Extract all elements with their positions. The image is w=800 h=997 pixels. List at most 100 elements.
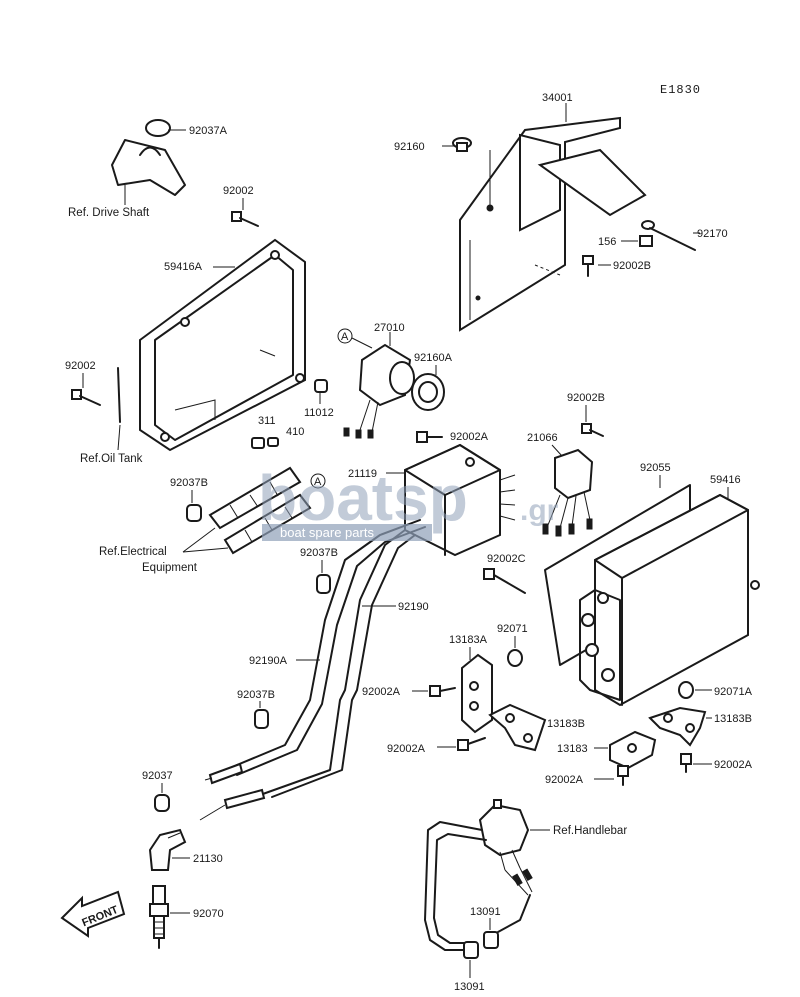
label-92002-top: 92002 [223,185,254,197]
label-92160: 92160 [394,141,425,153]
starter-relay-27010 [343,343,415,439]
lead-terminal-1 [208,762,244,785]
label-92002A-5: 92002A [714,759,753,771]
front-direction-arrow: FRONT [60,890,126,938]
bolt-92002A-1 [416,431,443,443]
svg-text:boatsp: boatsp [258,462,468,534]
label-13091-2: 13091 [454,981,485,993]
label-92190: 92190 [398,601,429,613]
label-59416: 59416 [710,474,741,486]
bolt-92002C [483,568,526,594]
nut-156 [639,235,653,247]
ref-drive-shaft: Ref. Drive Shaft [68,207,150,219]
bolt-92002-left [71,389,101,406]
clip-92037 [154,794,170,812]
ref-handlebar: Ref.Handlebar [553,825,627,837]
nut-311 [251,437,265,449]
bolt-92002A-2 [429,685,456,697]
bracket-13183 [609,730,657,770]
bolt-92002A-4 [617,765,629,786]
plug-cap-21130 [148,828,187,871]
label-21119: 21119 [348,468,377,480]
label-92002B-mid: 92002B [567,392,605,404]
label-92055: 92055 [640,462,671,474]
label-410: 410 [286,426,304,438]
label-92037A: 92037A [189,125,228,137]
label-13183A: 13183A [449,634,488,646]
label-92002A-4: 92002A [545,774,584,786]
cap-92160A [411,373,445,411]
label-21066: 21066 [527,432,558,444]
watermark: boatsp .gr boat spare parts [258,462,559,541]
label-13183: 13183 [557,743,588,755]
label-92002C: 92002C [487,553,526,565]
label-92002-left: 92002 [65,360,96,372]
ref-electrical-2: Equipment [142,562,198,574]
bolt-92002A-3 [457,737,486,751]
case-cover-59416A [139,238,306,452]
label-92190A: 92190A [249,655,288,667]
label-92071A: 92071A [714,686,753,698]
label-13091-1: 13091 [470,906,501,918]
callout-marker-a-2: A [310,473,326,489]
label-92071: 92071 [497,623,528,635]
label-27010: 27010 [374,322,405,334]
label-92002A-2: 92002A [362,686,401,698]
svg-text:A: A [314,476,322,488]
clip-92037B-1 [186,504,202,522]
label-92037B-3: 92037B [237,689,275,701]
label-311: 311 [258,415,276,427]
callout-marker-a-1: A [337,328,353,344]
label-59416A: 59416A [164,261,203,273]
label-13183B-1: 13183B [547,718,585,730]
label-92070: 92070 [193,908,224,920]
label-92160A: 92160A [414,352,453,364]
bolt-92002B-top [582,255,594,277]
ref-electrical-1: Ref.Electrical [99,546,167,558]
cap-92160 [452,137,472,152]
spark-plug-92070 [149,885,169,949]
label-92002A-3: 92002A [387,743,426,755]
plug-cap-assembly-1 [208,466,302,530]
label-34001: 34001 [542,92,573,104]
bracket-13183A [461,653,493,734]
label-13183B-2: 13183B [714,713,752,725]
label-92037B-1: 92037B [170,477,208,489]
clip-92037B-3 [254,709,269,729]
washer-410 [267,437,279,447]
bracket-13183B-2 [648,706,707,747]
clip-92037B-2 [316,574,331,594]
bracket-13183B-1 [488,703,547,752]
strap-oil-tank [117,367,121,423]
svg-text:A: A [341,331,349,343]
bushing-11012 [314,379,328,393]
stop-switch-assembly [424,799,533,951]
clamp-13091-2 [463,941,479,959]
label-21130: 21130 [193,853,223,865]
label-156: 156 [598,236,616,248]
electrical-case-59416 [579,493,760,707]
lead-terminal-2 [223,788,266,810]
clamp-13091-1 [483,931,499,949]
bolt-92002A-5 [680,753,692,773]
cdi-unit-21066 [542,448,594,537]
svg-text:.gr: .gr [520,494,559,527]
mounting-bracket-34001 [459,116,647,332]
label-92037B-2: 92037B [300,547,338,559]
label-11012: 11012 [304,407,334,419]
bolt-92170 [641,220,696,251]
ht-lead-92190 [259,529,416,798]
label-92002A-1: 92002A [450,431,489,443]
ref-oil-tank: Ref.Oil Tank [80,453,143,465]
label-92037: 92037 [142,770,173,782]
bolt-92002B-mid [581,423,604,437]
clamp-92037A [111,119,186,196]
grommet-92071 [507,649,523,667]
bolt-92002-top [231,211,259,227]
label-92170: 92170 [697,228,728,240]
grommet-92071A [678,681,694,699]
diagram-code: E1830 [660,83,701,97]
svg-text:boat spare parts: boat spare parts [280,525,374,540]
label-92002B-top: 92002B [613,260,651,272]
